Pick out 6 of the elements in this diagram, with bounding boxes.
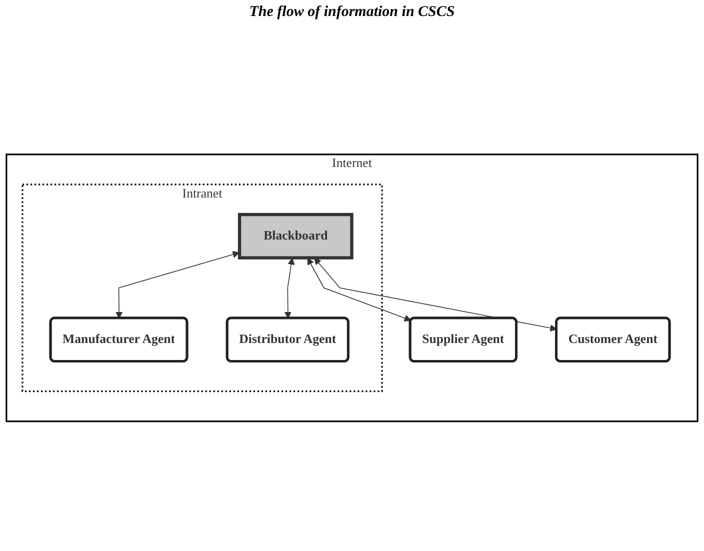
arrow xyxy=(116,251,240,319)
node-box: Blackboard xyxy=(238,213,354,260)
arrow xyxy=(307,258,412,322)
arrow xyxy=(284,258,295,319)
flow-note: The flow of information in CSCS xyxy=(249,4,455,21)
arrow xyxy=(314,258,558,332)
